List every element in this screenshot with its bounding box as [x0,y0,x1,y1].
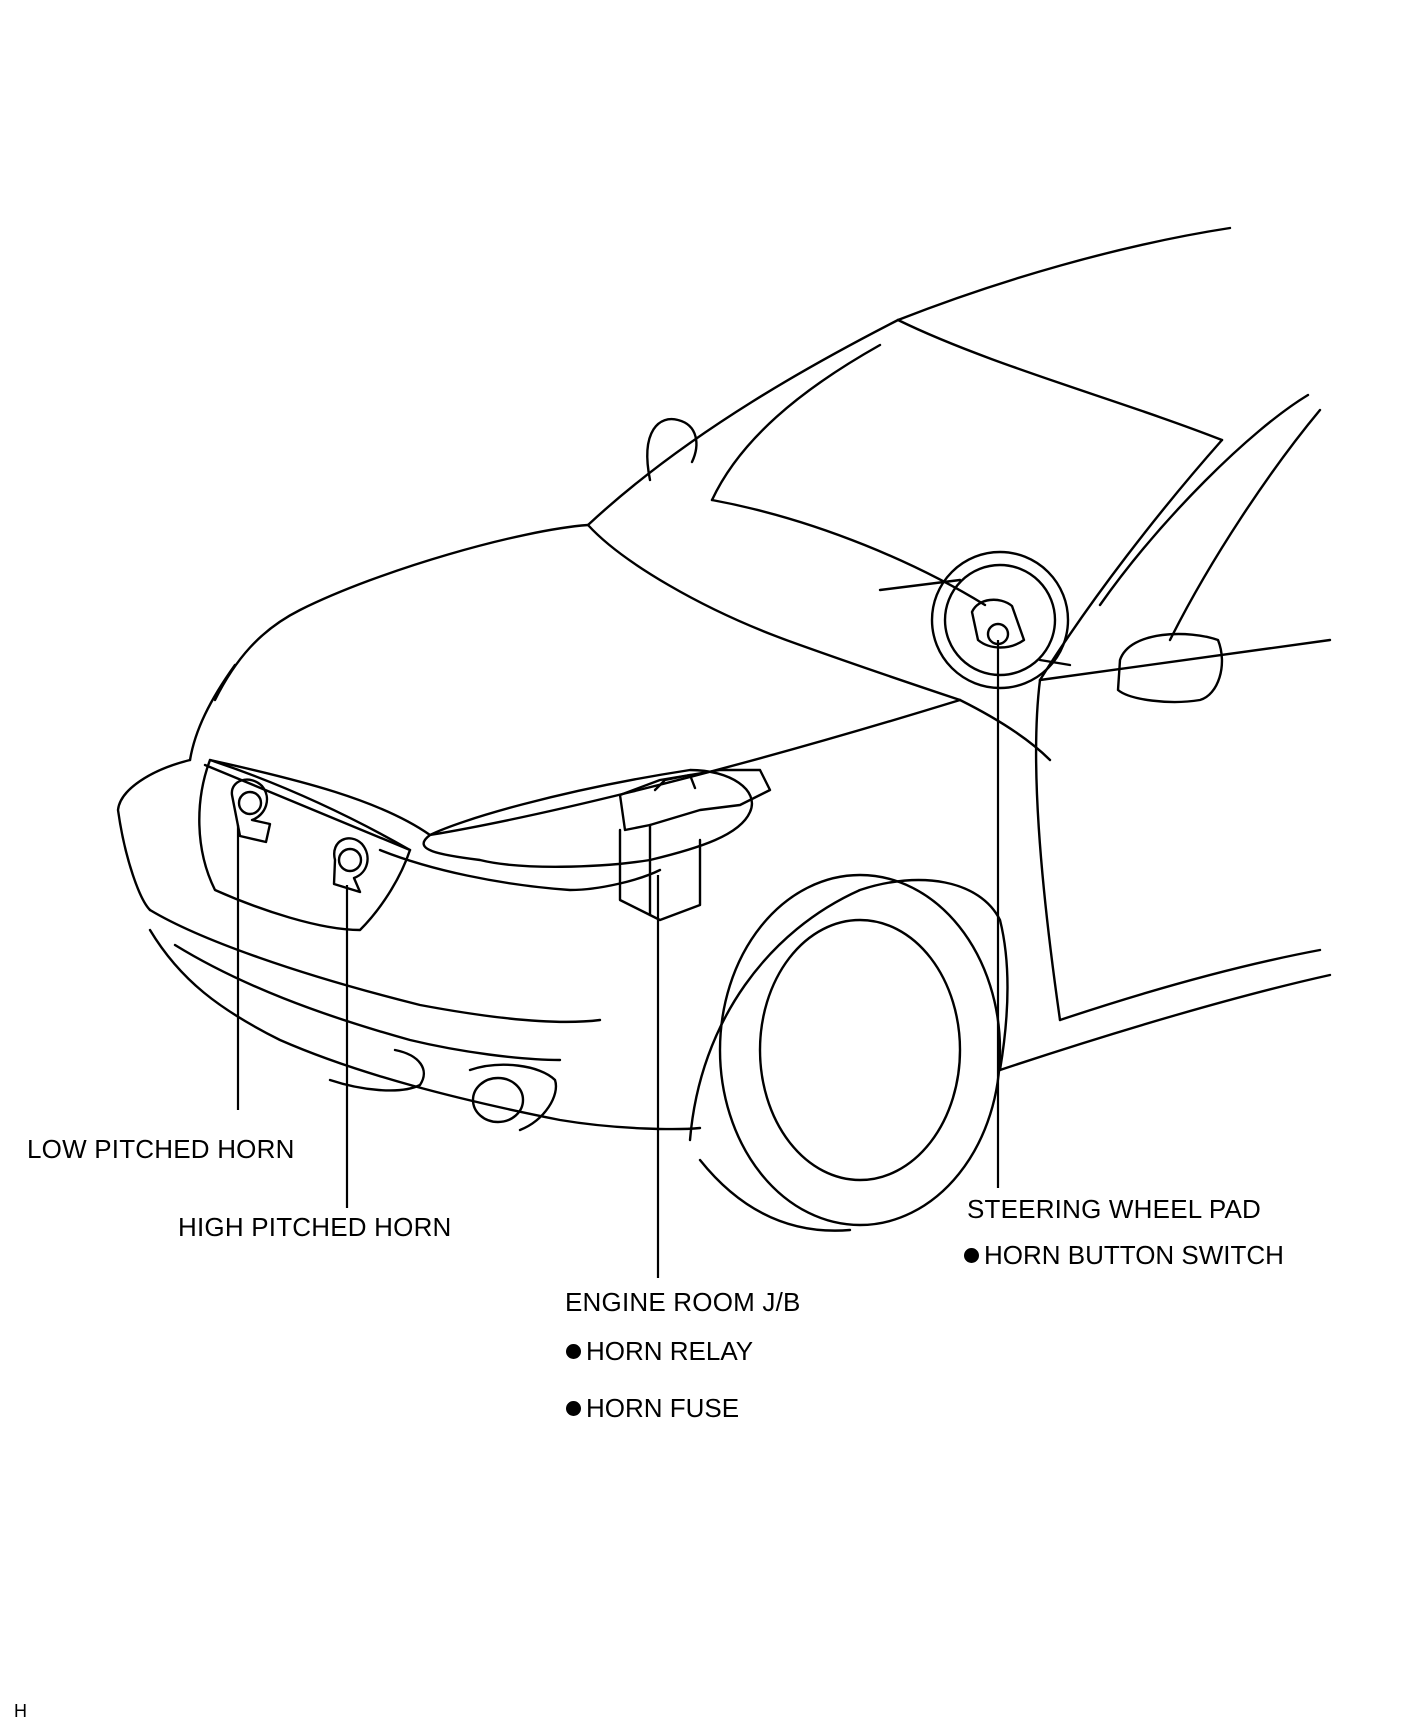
steering-wheel-pad-label: STEERING WHEEL PAD [967,1194,1261,1224]
windshield-left [710,343,882,502]
door-line [1034,678,1062,1022]
steering-wheel-outer [930,550,1070,690]
a-pillar-right [1038,438,1224,682]
hood-top-line [213,523,590,702]
rocker-line [998,973,1332,1072]
horn-fuse-item: HORN FUSE [566,1395,739,1421]
air-intake [328,1048,426,1092]
tire-outer [718,873,1002,1227]
hood-leading-edge [208,698,962,837]
horn-button-switch-item: HORN BUTTON SWITCH [964,1242,1284,1268]
corner-mark: H [14,1701,27,1721]
bumper-face [148,908,602,1024]
horn-relay-label: HORN RELAY [586,1336,754,1366]
dash-line-1 [878,578,962,592]
mirror-left [646,417,698,482]
fender-top [958,698,1052,762]
high-horn-shape [332,837,369,894]
roof-line [896,226,1232,322]
body-right-edge [1168,408,1322,642]
horn-fuse-label: HORN FUSE [586,1393,740,1423]
hood-left-line [188,663,237,762]
bumper-mid-line [173,943,562,1062]
windshield-top [896,318,1224,442]
dash-line-2 [1038,658,1072,667]
horn-relay-item: HORN RELAY [566,1338,753,1364]
horn-button-switch-label: HORN BUTTON SWITCH [984,1240,1284,1270]
headlight [422,768,753,868]
tire-bottom [698,1158,852,1232]
tire-inner [758,918,962,1182]
grille-outline [198,758,412,932]
low-horn-shape [230,778,272,844]
door-bottom [1058,948,1322,1022]
hood-crease [586,523,962,702]
wheel-arch [688,878,1009,1142]
bullet-icon [566,1400,581,1416]
jb-top-step [653,773,697,792]
mirror-right [1116,632,1224,704]
steering-wheel-hub [970,598,1026,649]
fog-lamp-housing [468,1063,558,1132]
body-right-top [1098,393,1310,607]
bullet-icon [964,1247,979,1263]
low-pitched-horn-label: LOW PITCHED HORN [27,1134,295,1164]
steering-wheel-inner [943,563,1057,677]
windshield-bottom [710,498,987,607]
high-pitched-horn-label: HIGH PITCHED HORN [178,1212,452,1242]
bullet-icon [566,1343,581,1359]
side-panel [1038,638,1332,682]
engine-room-jb-label: ENGINE ROOM J/B [565,1287,801,1317]
bumper-top [116,758,192,912]
grille-top-bar [203,763,412,852]
jb-body [618,828,702,922]
high-horn-cone [337,847,363,873]
bumper-side [378,848,662,892]
low-horn-cone [237,790,263,816]
fog-lamp [471,1076,525,1124]
bumper-lower [148,928,702,1131]
a-pillar-left [586,318,900,527]
